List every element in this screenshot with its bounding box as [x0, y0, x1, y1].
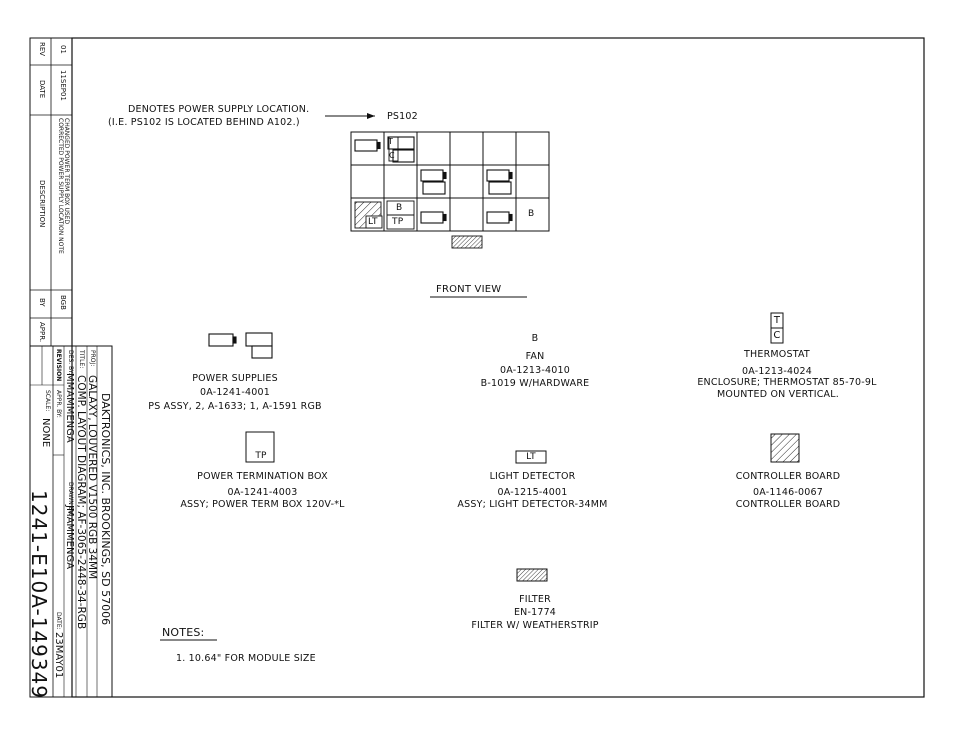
legend-power-supply-icon [208, 332, 273, 359]
legend-thermostat-t: T [773, 315, 781, 326]
legend-ld-part: 0A-1215-4001 [497, 487, 568, 498]
legend-ps-title: POWER SUPPLIES [192, 373, 278, 384]
legend-thermostat-note: MOUNTED ON VERTICAL. [717, 389, 839, 400]
module-grid [350, 131, 550, 232]
title-scale: NONE [40, 418, 51, 448]
notes-heading: NOTES: [162, 626, 205, 639]
legend-fan-title: FAN [525, 351, 545, 362]
grid-filter-hatch [451, 235, 483, 249]
rev-row-by: BGB [59, 295, 67, 310]
title-title: COMP. LAYOUT DIAGRAM; AF-3065-2448-34-RG… [75, 375, 87, 630]
legend-pt-desc: ASSY; POWER TERM BOX 120V-*L [180, 499, 345, 510]
grid-lt-label: LT [368, 217, 378, 227]
legend-filter-icon [516, 568, 548, 582]
rev-header-appr: APPR. [38, 322, 46, 343]
title-date-label: DATE: [55, 612, 62, 630]
pointer-target: PS102 [387, 111, 418, 122]
grid-t-label: T [388, 137, 394, 146]
dwg-number: 1241-E10A-149349 [27, 490, 51, 700]
legend-lt-symbol: LT [526, 452, 536, 462]
legend-ps-desc: PS ASSY, 2, A-1633; 1, A-1591 RGB [148, 401, 322, 412]
legend-thermostat-desc: ENCLOSURE; THERMOSTAT 85-70-9L [697, 377, 877, 388]
title-proj-label: PROJ: [89, 350, 96, 367]
legend-pt-part: 0A-1241-4003 [227, 487, 298, 498]
rev-row-desc2: CHANGED POWER TERM BOX USED [63, 118, 70, 225]
legend-cb-part: 0A-1146-0067 [753, 487, 823, 498]
legend-ld-desc: ASSY; LIGHT DETECTOR-34MM [457, 499, 608, 510]
legend-controller-icon [770, 433, 800, 463]
front-view-label: FRONT VIEW [436, 284, 502, 295]
title-title-label: TITLE: [78, 350, 85, 369]
title-appr-label: APPR. BY: [55, 390, 62, 418]
title-proj: GALAXY, LOUVERED V1500 RGB 34MM [86, 375, 98, 580]
notes-item-1: 1. 10.64" FOR MODULE SIZE [176, 653, 316, 664]
legend-light-detector-icon [515, 450, 547, 464]
power-supply-icons [354, 136, 513, 224]
grid-b2-label: B [528, 209, 535, 219]
legend-thermostat-c: C [773, 330, 781, 341]
legend-cb-desc: CONTROLLER BOARD [735, 499, 841, 510]
grid-c-label: C [389, 151, 395, 160]
legend-ps-part: 0A-1241-4001 [200, 387, 270, 398]
rev-row-date: 11SEP01 [59, 70, 67, 101]
pointer-line1: DENOTES POWER SUPPLY LOCATION. [128, 104, 310, 115]
rev-header-by: BY [38, 298, 46, 307]
title-company: DAKTRONICS, INC. BROOKINGS, SD 57006 [99, 393, 112, 626]
drawing-border [71, 37, 925, 698]
title-scale-label: SCALE: [44, 390, 51, 412]
legend-pt-title: POWER TERMINATION BOX [197, 471, 328, 482]
rev-header-rev: REV [38, 42, 46, 57]
pointer-line2: (I.E. PS102 IS LOCATED BEHIND A102.) [108, 117, 300, 128]
legend-thermostat-part: 0A-1213-4024 [742, 366, 812, 377]
legend-fan-part: 0A-1213-4010 [500, 365, 570, 376]
legend-filter-desc: FILTER W/ WEATHERSTRIP [471, 620, 599, 631]
rev-row-rev: 01 [59, 45, 67, 54]
title-des-label: DES. BY: [67, 350, 74, 375]
legend-fan-symbol: B [531, 333, 539, 344]
title-drawn: JMAMMENGA [64, 505, 75, 570]
title-block-frame [29, 345, 113, 698]
legend-tp-symbol: TP [255, 451, 267, 461]
legend-thermostat-title: THERMOSTAT [744, 349, 810, 360]
legend-power-term-icon [245, 431, 275, 463]
grid-b-label: B [396, 203, 403, 213]
legend-fan-desc: B-1019 W/HARDWARE [480, 378, 590, 389]
legend-filter-title: FILTER [519, 594, 551, 605]
title-des: MMAMMENGA [64, 373, 75, 443]
rev-header-description: DESCRIPTION [38, 180, 46, 228]
rev-header-date: DATE [38, 80, 46, 99]
title-date: 23MAY01 [53, 632, 64, 679]
legend-cb-title: CONTROLLER BOARD [735, 471, 841, 482]
legend-ld-title: LIGHT DETECTOR [489, 471, 576, 482]
legend-filter-part: EN-1774 [513, 607, 557, 618]
grid-tp-label: TP [392, 217, 404, 227]
title-revision-label: REVISION [55, 349, 62, 382]
